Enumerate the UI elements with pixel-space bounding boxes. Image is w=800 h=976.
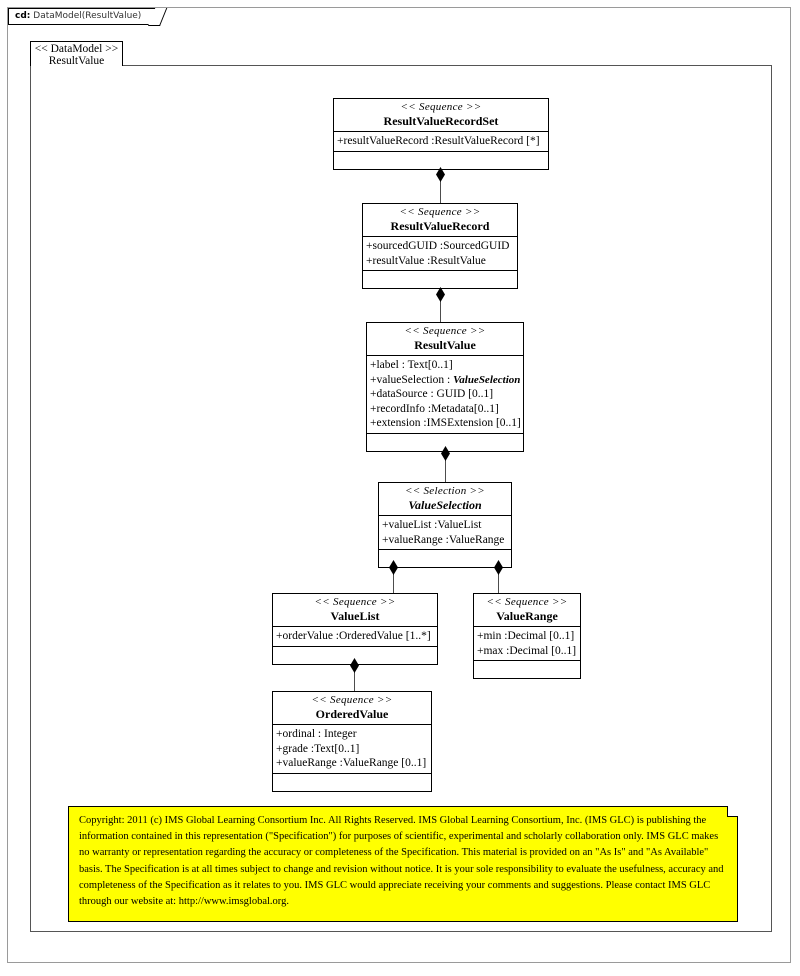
- class-name: ResultValueRecordSet: [383, 114, 499, 128]
- attribute-type-abstract: ValueSelection: [453, 373, 521, 386]
- connector-valuelist-orderedvalue: [354, 658, 355, 692]
- frame-title-label: DataModel(ResultValue): [33, 11, 142, 21]
- copyright-note: Copyright: 2011 (c) IMS Global Learning …: [68, 806, 738, 922]
- attribute-row: +recordInfo :Metadata[0..1]: [370, 402, 499, 415]
- class-attributes: +valueList :ValueList +valueRange :Value…: [379, 516, 511, 550]
- class-name: ResultValueRecord: [390, 219, 490, 233]
- class-stereotype: << Sequence >>: [314, 596, 396, 608]
- attribute-row: +min :Decimal [0..1]: [477, 630, 575, 642]
- class-name: ValueSelection: [408, 498, 482, 512]
- composition-diamond-valuelist-orderedvalue: [350, 658, 359, 673]
- class-operations: [363, 271, 517, 288]
- composition-diamond-record-resultvalue: [436, 287, 445, 302]
- connector-valueselection-valuelist: [393, 560, 394, 594]
- class-attributes: +ordinal : Integer +grade :Text[0..1] +v…: [273, 725, 431, 774]
- composition-diamond-resultvalue-valueselection: [441, 446, 450, 461]
- class-header: << Sequence >> ResultValueRecord: [363, 204, 517, 237]
- attribute-row: +valueRange :ValueRange [0..1]: [276, 757, 427, 769]
- class-attributes: +min :Decimal [0..1] +max :Decimal [0..1…: [474, 627, 580, 661]
- class-stereotype: << Sequence >>: [399, 206, 481, 218]
- class-attributes: +sourcedGUID :SourcedGUID +resultValue :…: [363, 237, 517, 271]
- attribute-row: +sourcedGUID :SourcedGUID: [366, 240, 510, 252]
- frame-kind-label: cd:: [15, 11, 31, 21]
- class-attributes: +label : Text[0..1] +valueSelection : Va…: [367, 356, 523, 434]
- class-ordered-value[interactable]: << Sequence >> OrderedValue +ordinal : I…: [272, 691, 432, 792]
- attribute-row: +valueRange :ValueRange: [382, 533, 505, 546]
- attribute-row: +dataSource : GUID [0..1]: [370, 388, 494, 400]
- class-value-list[interactable]: << Sequence >> ValueList +orderValue :Or…: [272, 593, 438, 665]
- connector-valueselection-valuerange: [498, 560, 499, 594]
- attribute-row: +valueSelection : ValueSelection: [370, 373, 522, 388]
- attribute-row: +valueList :ValueList: [382, 519, 482, 531]
- connector-record-resultvalue: [440, 287, 441, 322]
- class-value-range[interactable]: << Sequence >> ValueRange +min :Decimal …: [473, 593, 581, 679]
- attribute-row: +resultValueRecord :ResultValueRecord [*…: [337, 135, 540, 147]
- class-stereotype: << Sequence >>: [311, 694, 393, 706]
- class-result-value-record-set[interactable]: << Sequence >> ResultValueRecordSet +res…: [333, 98, 549, 170]
- class-result-value-record[interactable]: << Sequence >> ResultValueRecord +source…: [362, 203, 518, 289]
- class-operations: [334, 152, 548, 169]
- class-stereotype: << Sequence >>: [486, 596, 568, 608]
- attribute-row: +label : Text[0..1]: [370, 359, 453, 371]
- class-stereotype: << Sequence >>: [400, 101, 482, 113]
- class-name: ResultValue: [414, 338, 476, 352]
- class-attributes: +resultValueRecord :ResultValueRecord [*…: [334, 132, 548, 152]
- class-attributes: +orderValue :OrderedValue [1..*]: [273, 627, 437, 647]
- copyright-note-text: Copyright: 2011 (c) IMS Global Learning …: [79, 815, 724, 908]
- class-name: OrderedValue: [315, 707, 389, 721]
- class-operations: [379, 550, 511, 567]
- class-header: << Sequence >> ValueRange: [474, 594, 580, 627]
- attribute-row: +extension :IMSExtension [0..1]: [370, 417, 521, 429]
- class-operations: [474, 661, 580, 678]
- class-result-value[interactable]: << Sequence >> ResultValue +label : Text…: [366, 322, 524, 452]
- composition-diamond-recordset-record: [436, 167, 445, 182]
- composition-diamond-valueselection-valuelist: [389, 560, 398, 575]
- class-header: << Selection >> ValueSelection: [379, 483, 511, 516]
- class-operations: [273, 774, 431, 791]
- class-name: ValueRange: [496, 609, 558, 623]
- package-title-tab: << DataModel >> ResultValue: [30, 41, 123, 67]
- attribute-row: +grade :Text[0..1]: [276, 742, 360, 755]
- attribute-text: +valueSelection :: [370, 373, 454, 386]
- package-name: ResultValue: [48, 55, 105, 67]
- attribute-row: +max :Decimal [0..1]: [477, 644, 577, 657]
- composition-diamond-valueselection-valuerange: [494, 560, 503, 575]
- attribute-row: +orderValue :OrderedValue [1..*]: [276, 630, 431, 642]
- class-header: << Sequence >> ValueList: [273, 594, 437, 627]
- attribute-row: +ordinal : Integer: [276, 728, 357, 740]
- class-header: << Sequence >> ResultValue: [367, 323, 523, 356]
- class-name: ValueList: [330, 609, 380, 623]
- attribute-row: +resultValue :ResultValue: [366, 254, 486, 267]
- class-header: << Sequence >> ResultValueRecordSet: [334, 99, 548, 132]
- package-stereotype: << DataModel >>: [34, 43, 119, 55]
- connector-recordset-record: [440, 167, 441, 204]
- connector-resultvalue-valueselection: [445, 446, 446, 483]
- class-stereotype: << Sequence >>: [404, 325, 486, 337]
- class-header: << Sequence >> OrderedValue: [273, 692, 431, 725]
- class-value-selection[interactable]: << Selection >> ValueSelection +valueLis…: [378, 482, 512, 568]
- frame-title-tab: cd: DataModel(ResultValue): [8, 8, 161, 25]
- class-stereotype: << Selection >>: [404, 485, 485, 497]
